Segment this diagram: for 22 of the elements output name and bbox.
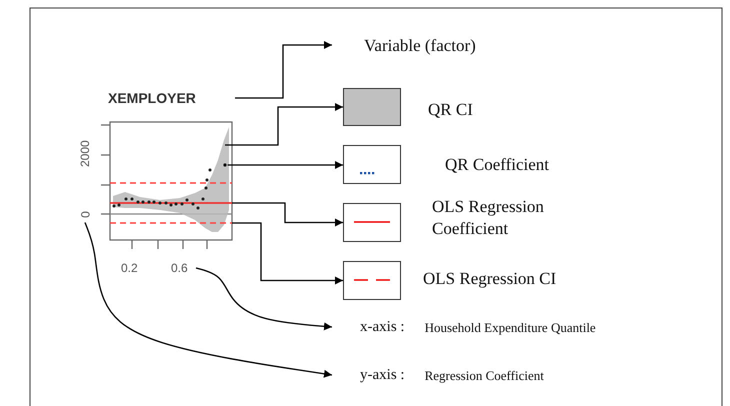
description-text: Regression Coefficient — [424, 368, 544, 382]
arrow — [228, 161, 343, 169]
arrow — [232, 222, 343, 284]
description-text: Household Expenditure Quantile — [424, 320, 596, 334]
variable-name: XEMPLOYER — [108, 91, 196, 105]
legend-text: OLS Regression Coefficient — [432, 196, 545, 240]
tick-label: 0.2 — [121, 260, 139, 276]
legend-text: OLS Regression CI — [423, 268, 558, 290]
term-label: x-axis : — [360, 320, 405, 334]
tick-label: 0 — [79, 211, 91, 218]
tick-label: 0.6 — [171, 262, 188, 274]
arrow — [232, 202, 343, 226]
arrow — [225, 103, 343, 146]
arrow — [235, 41, 332, 99]
term-label: y-axis : — [360, 368, 405, 382]
legend-text: QR CI — [428, 99, 474, 121]
arrow — [196, 267, 332, 330]
confidence-band — [113, 127, 229, 232]
arrow — [84, 222, 332, 378]
legend-text: QR Coefficient — [445, 154, 550, 176]
term-label: Variable (factor) — [364, 36, 476, 54]
tick-label: 2000 — [78, 143, 92, 167]
